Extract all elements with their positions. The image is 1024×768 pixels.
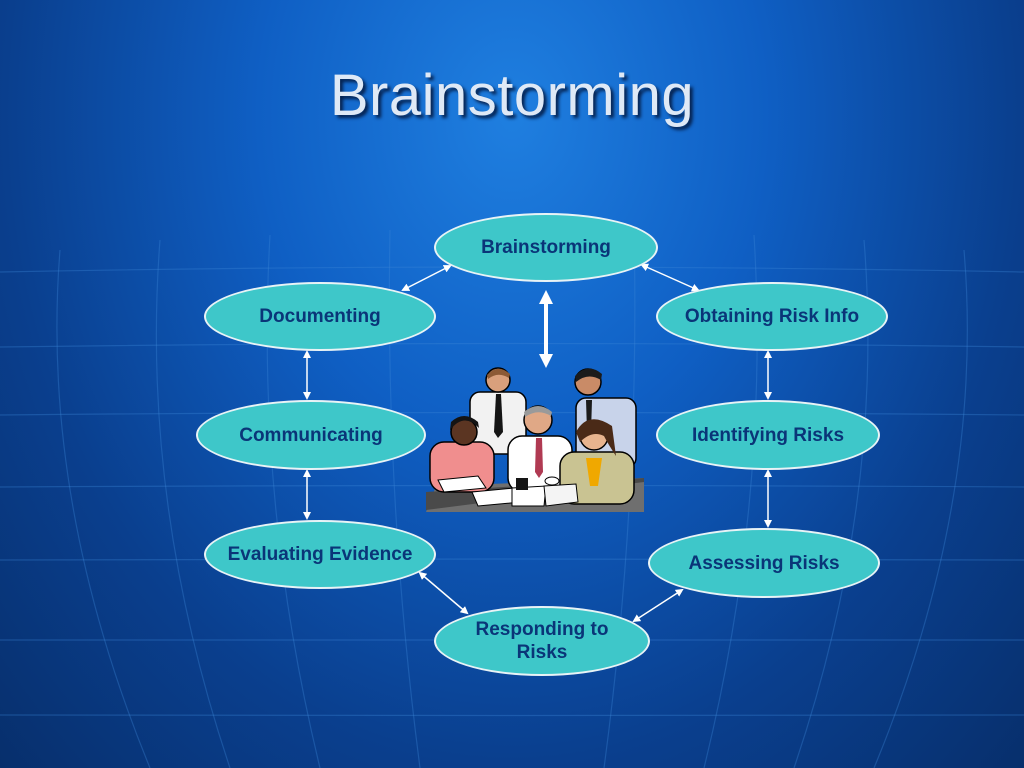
node-identifying-risks: Identifying Risks (656, 400, 880, 470)
node-assessing-risks: Assessing Risks (648, 528, 880, 598)
node-communicating: Communicating (196, 400, 426, 470)
arrow-evaluating-responding (418, 571, 469, 615)
node-brainstorming: Brainstorming (434, 213, 658, 282)
people-meeting-illustration (426, 367, 644, 512)
node-evaluating-evidence: Evaluating Evidence (204, 520, 436, 589)
arrow-brainstorming-obtaining (640, 263, 700, 292)
node-documenting: Documenting (204, 282, 436, 351)
arrow-assessing-responding (632, 588, 684, 623)
slide-title: Brainstorming (329, 63, 695, 128)
node-responding-to-risks: Responding to Risks (434, 606, 650, 676)
arrow-brainstorming-documenting (401, 265, 452, 291)
node-obtaining-risk-info: Obtaining Risk Info (656, 282, 888, 351)
